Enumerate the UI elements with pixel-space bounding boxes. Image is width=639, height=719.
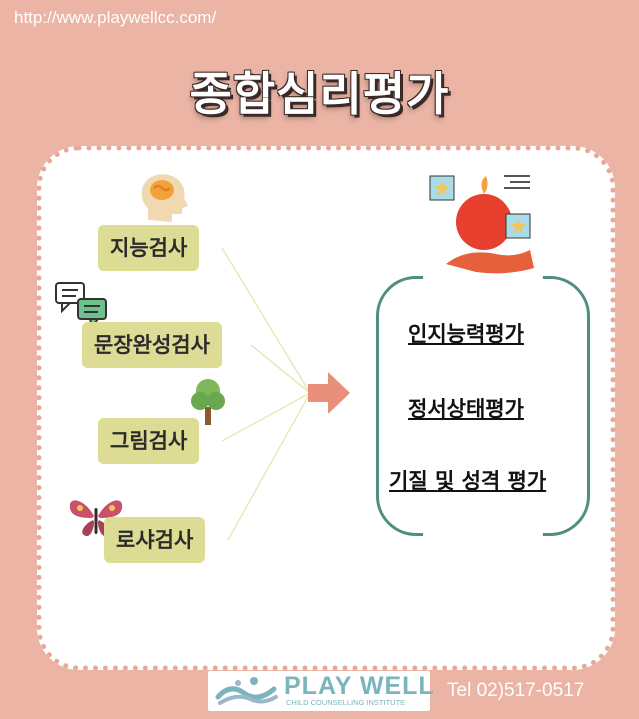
butterfly-icon	[69, 500, 123, 537]
logo-subtitle: CHILD COUNSELLING INSTITUTE	[286, 698, 406, 707]
playwell-logo: PLAY WELL CHILD COUNSELLING INSTITUTE	[208, 671, 434, 711]
test-box-rorschach: 로샤검사	[104, 517, 206, 563]
apple-in-hand-icon	[429, 175, 534, 274]
telephone-number[interactable]: Tel 02)517-0517	[447, 680, 585, 701]
eval-emotional[interactable]: 정서상태평가	[408, 397, 524, 421]
page-title: 종합심리평가	[189, 67, 450, 121]
logo-figures-icon	[215, 677, 278, 705]
arrow-right-icon	[308, 372, 350, 414]
tree-icon	[191, 379, 225, 425]
logo-name: PLAY WELL	[284, 672, 435, 700]
eval-temperament-personality[interactable]: 기질 및 성격 평가	[389, 469, 547, 493]
test-box-intelligence: 지능검사	[98, 225, 200, 271]
head-brain-icon	[141, 174, 188, 222]
eval-cognitive[interactable]: 인지능력평가	[408, 322, 524, 346]
test-box-sentence-completion: 문장완성검사	[82, 322, 222, 368]
website-url[interactable]: http://www.playwellcc.com/	[14, 8, 217, 27]
test-box-drawing: 그림검사	[98, 418, 200, 464]
